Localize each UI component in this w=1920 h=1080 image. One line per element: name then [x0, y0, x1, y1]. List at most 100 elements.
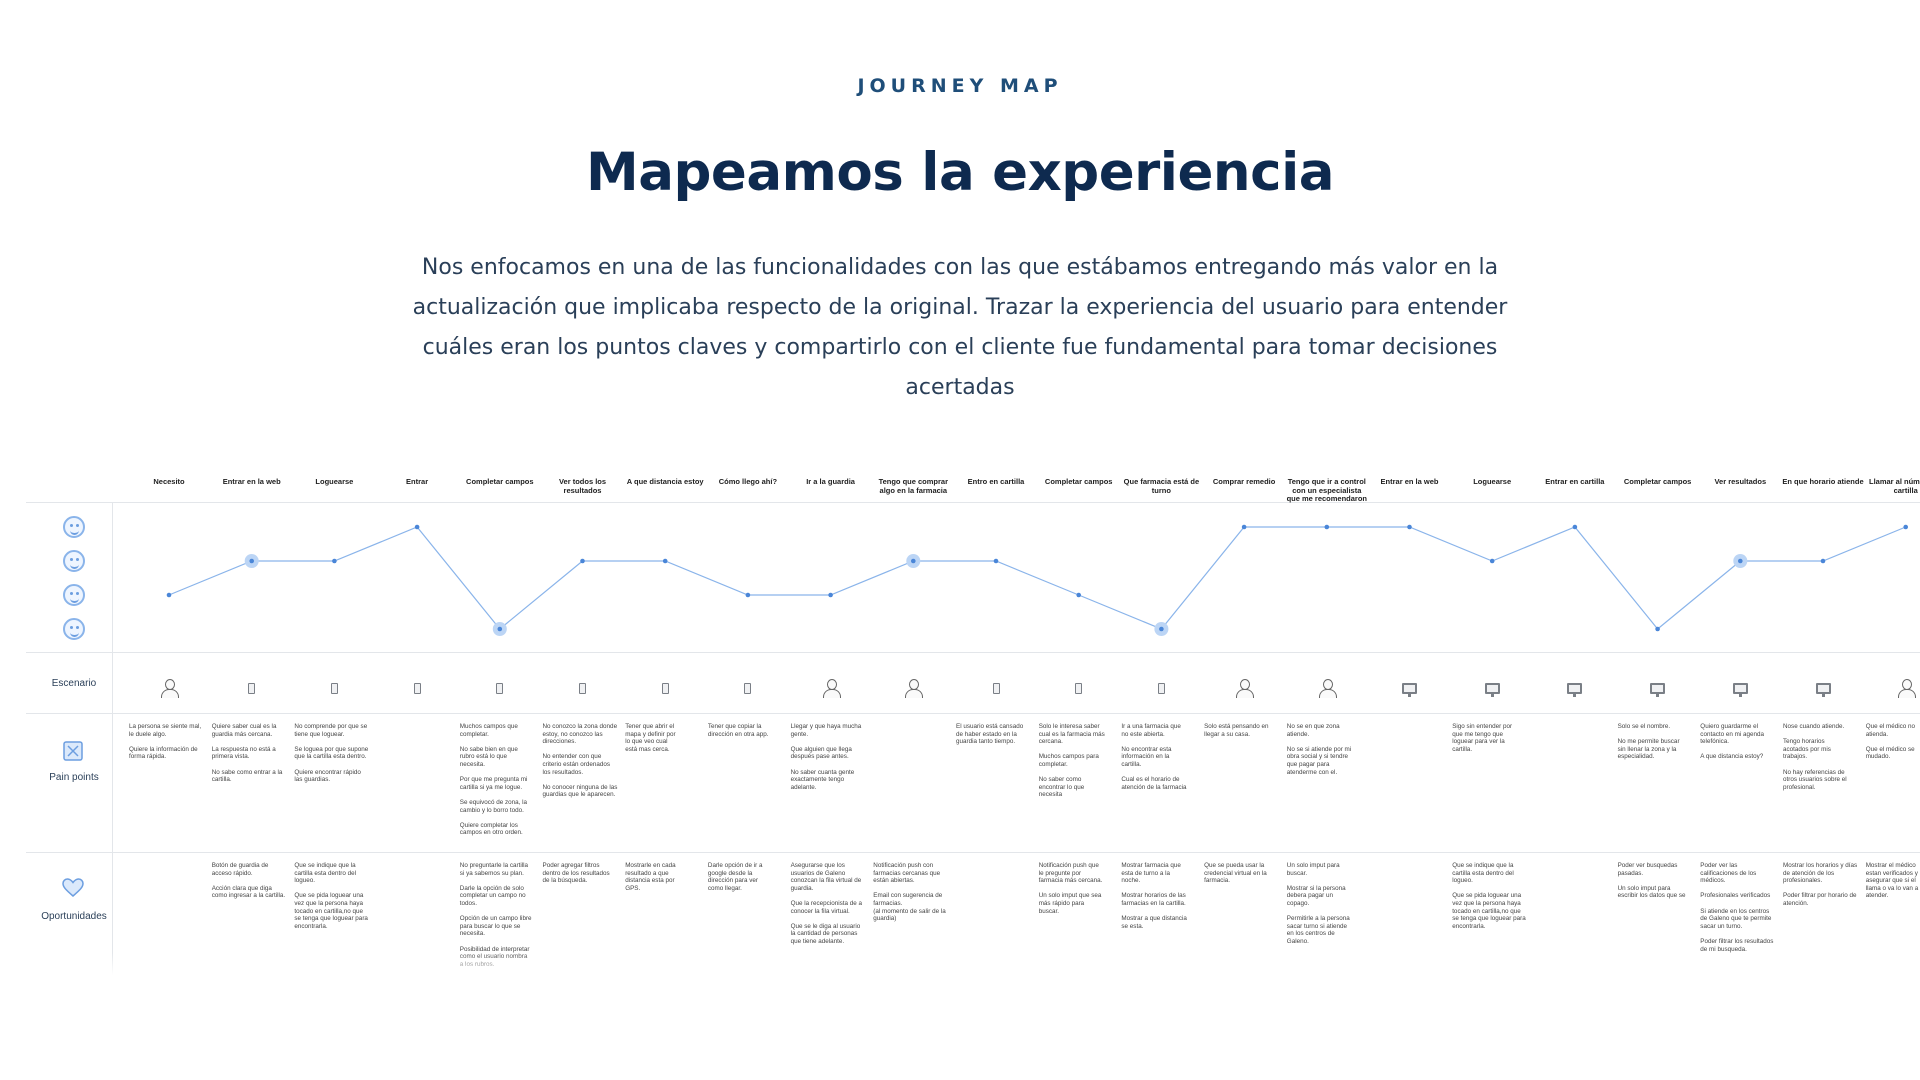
pain-point-note: No conozco la zona donde estoy, no conoz…: [542, 723, 618, 799]
person-icon: [127, 676, 211, 700]
step-label: Completar campos: [466, 477, 534, 486]
pain-point-note: La persona se siente mal, le duele algo.…: [129, 723, 202, 761]
desktop-icon: [1368, 676, 1452, 700]
emotion-point: [1655, 626, 1660, 632]
pain-point-note: Llegar y que haya mucha gente. Que algui…: [790, 723, 862, 791]
pain-point-note: Quiero guardarme el contacto en mi agend…: [1700, 723, 1765, 761]
pain-point-note: Nose cuando atiende. Tengo horarios acot…: [1783, 723, 1847, 791]
opportunity-note: Notificación push que le pregunte por fa…: [1038, 862, 1103, 915]
phone-icon: [706, 676, 790, 700]
pain-point-note: Ir a una farmacia que no este abierta. N…: [1121, 723, 1187, 791]
desktop-icon: [1533, 676, 1617, 700]
person-icon: [1285, 676, 1369, 700]
phone-icon-glyph: [992, 682, 1000, 694]
phone-icon-glyph: [744, 682, 752, 694]
emotion-point: [332, 558, 337, 564]
neutral-face-icon: [63, 550, 85, 572]
desktop-icon-glyph: [1484, 682, 1500, 697]
opportunities-label: Oportunidades: [41, 911, 107, 922]
pain-point-note: No se en que zona atiende. No se si atie…: [1286, 723, 1352, 776]
pain-point-note: Tener que copiar la dirección en otra ap…: [707, 723, 769, 738]
step-label: Entrar en la web: [1380, 477, 1439, 486]
desktop-icon-glyph: [1732, 682, 1748, 697]
desktop-icon-glyph: [1650, 682, 1666, 697]
opportunity-note: Mostrarle en cada resultado a que distan…: [625, 862, 676, 892]
phone-icon: [1037, 676, 1121, 700]
grid-line: [26, 852, 1920, 853]
phone-icon: [623, 676, 707, 700]
person-icon-glyph: [161, 679, 179, 698]
page-title: Mapeamos la experiencia: [585, 142, 1335, 203]
emotion-point: [1820, 558, 1826, 564]
desktop-icon-glyph: [1815, 682, 1831, 697]
opportunity-note: Darle opción de ir a google desde la dir…: [707, 862, 763, 892]
phone-icon-glyph: [1075, 682, 1083, 694]
pain-point-note: No comprende por que se tiene que loguea…: [294, 723, 369, 784]
emotion-point: [166, 592, 172, 598]
step-label: En que horario atiende: [1782, 477, 1864, 486]
sad-face-icon: [63, 618, 85, 640]
desktop-icon: [1616, 676, 1700, 700]
step-label: A que distancia estoy: [626, 477, 704, 486]
step-label: Entrar: [406, 477, 429, 486]
phone-icon-glyph: [413, 682, 421, 694]
step-label: Tengo que comprar algo en la farmacia: [878, 477, 949, 495]
desktop-icon-glyph: [1402, 682, 1417, 697]
emotion-point: [580, 558, 585, 564]
opportunity-note: Que se indique que la cartilla esta dent…: [1452, 862, 1526, 930]
opportunity-note: Mostrar los horarios y días de atención …: [1783, 862, 1858, 907]
desktop-icon-glyph: [1567, 682, 1583, 697]
step-label: Cómo llego ahí?: [718, 477, 778, 486]
desktop-icon: [1698, 676, 1782, 700]
grid-line: [26, 713, 1920, 714]
phone-icon: [210, 676, 294, 700]
very-happy-face-icon: [63, 516, 85, 538]
step-label: Completar campos: [1623, 477, 1692, 486]
emotion-point: [414, 524, 420, 530]
step-label: Ir a la guardia: [806, 477, 855, 486]
step-label: Ver resultados: [1714, 477, 1767, 486]
emotion-point: [745, 592, 751, 598]
emotion-point: [911, 558, 916, 564]
opportunity-note: Asegurarse que los usuarios de Galeno co…: [790, 862, 863, 945]
step-label: Entrar en cartilla: [1545, 477, 1605, 486]
heart-icon: [62, 878, 84, 897]
emotion-point: [1324, 524, 1330, 530]
emotion-point: [662, 558, 668, 564]
emotion-point: [1407, 524, 1412, 530]
grid-line: [26, 652, 1920, 653]
pain-point-note: Solo está pensando en llegar a su casa.: [1204, 723, 1269, 738]
emotion-point: [1903, 524, 1908, 530]
phone-icon-glyph: [330, 682, 338, 694]
emotion-point: [249, 558, 254, 564]
person-icon-glyph: [1236, 679, 1255, 698]
bottom-fade: [0, 953, 1920, 975]
phone-icon-glyph: [579, 682, 586, 694]
person-icon-glyph: [1318, 679, 1337, 698]
phone-icon: [375, 676, 459, 700]
desktop-icon: [1450, 676, 1534, 700]
opportunity-note: Botón de guardia de acceso rápido. Acció…: [211, 862, 286, 900]
opportunity-note: Notificación push con farmacias cercanas…: [873, 862, 946, 923]
opportunity-note: Que se indique que la cartilla esta dent…: [294, 862, 368, 930]
intro-paragraph: Nos enfocamos en una de las funcionalida…: [412, 255, 1508, 400]
opportunity-note: Mostrar el médico estan verificados y as…: [1865, 862, 1919, 900]
step-label: Entrar en la web: [222, 477, 281, 486]
phone-icon: [541, 676, 625, 700]
emotion-point: [1241, 524, 1247, 530]
emotion-point: [828, 592, 833, 598]
emotion-curve: [166, 524, 1908, 636]
pain-points-icon: [63, 741, 83, 761]
pain-points-label: Pain points: [49, 772, 99, 783]
emotion-point: [993, 558, 999, 564]
step-label: Loguearse: [1473, 477, 1512, 486]
phone-icon: [292, 676, 376, 700]
step-label: Tengo que ir a control con un especialis…: [1286, 477, 1368, 503]
opportunity-note: Mostrar farmacia que esta de turno a la …: [1121, 862, 1187, 930]
step-label: Que farmacia está de turno: [1123, 477, 1200, 495]
person-icon-glyph: [1897, 679, 1916, 698]
step-label: Completar campos: [1044, 477, 1113, 486]
person-icon-glyph: [905, 679, 924, 698]
grid-line: [26, 502, 1920, 503]
step-label: Comprar remedio: [1212, 477, 1276, 486]
